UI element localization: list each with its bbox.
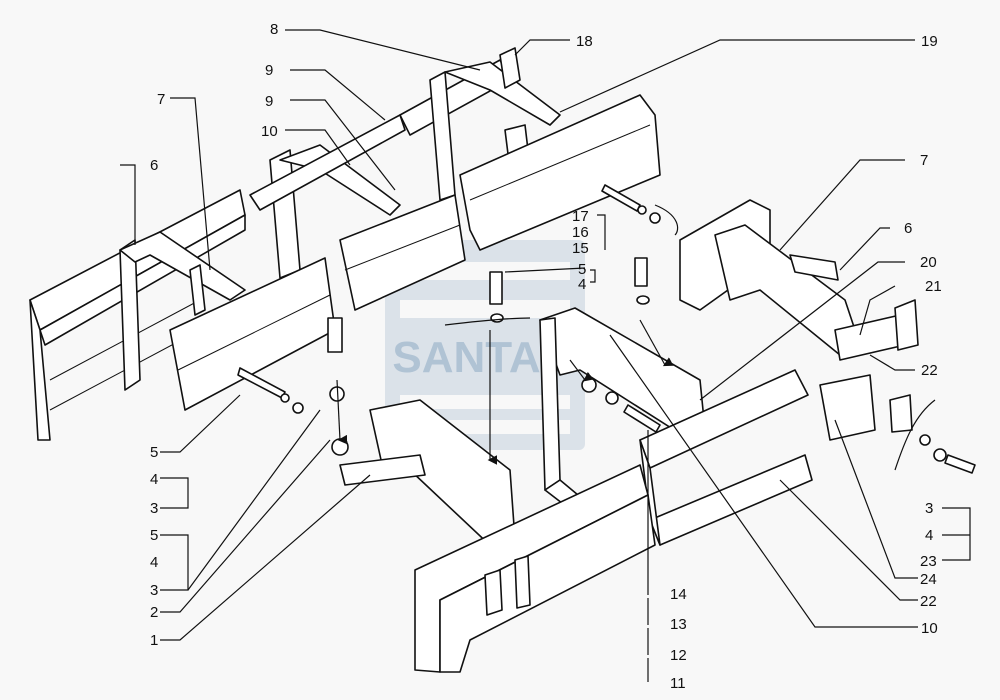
callout-11: 11	[670, 675, 686, 692]
callout-5: 5	[578, 261, 586, 278]
callout-10: 10	[261, 123, 278, 140]
callout-4: 4	[150, 554, 158, 571]
callout-2: 2	[150, 604, 158, 621]
callout-22: 22	[920, 593, 937, 610]
callout-7: 7	[920, 152, 928, 169]
callout-22: 22	[921, 362, 938, 379]
callout-5: 5	[150, 527, 158, 544]
right-frame	[679, 199, 919, 441]
callout-4: 4	[150, 471, 158, 488]
fasteners	[237, 184, 976, 474]
callout-20: 20	[920, 254, 937, 271]
left-frame	[29, 144, 401, 441]
callout-17: 17	[572, 208, 589, 225]
callout-10: 10	[921, 620, 938, 637]
center-frames	[339, 307, 813, 673]
upper-frame	[249, 47, 561, 211]
callout-16: 16	[572, 224, 589, 241]
callout-18: 18	[576, 33, 593, 50]
callout-15: 15	[572, 240, 589, 257]
callout-5: 5	[150, 444, 158, 461]
callout-3: 3	[150, 500, 158, 517]
callout-21: 21	[925, 278, 942, 295]
callout-7: 7	[157, 91, 165, 108]
callout-6: 6	[904, 220, 912, 237]
callout-3: 3	[150, 582, 158, 599]
callout-12: 12	[670, 647, 687, 664]
callout-6: 6	[150, 157, 158, 174]
callout-9: 9	[265, 62, 273, 79]
watermark-text: SANTAL	[392, 333, 567, 382]
callout-14: 14	[670, 586, 687, 603]
rail-beams	[169, 94, 661, 411]
callout-9: 9	[265, 93, 273, 110]
leader-lines	[120, 29, 971, 682]
callout-4: 4	[925, 527, 933, 544]
watermark-logo: SANTAL	[385, 240, 585, 450]
callout-3: 3	[925, 500, 933, 517]
callout-1: 1	[150, 632, 158, 649]
callout-4: 4	[578, 276, 586, 293]
callout-13: 13	[670, 616, 687, 633]
callout-labels: 8 18 19 9 9 10 7 6 17 16 15 5 4 7 6 20 2…	[150, 21, 942, 692]
assembly-arrows	[336, 204, 936, 471]
callout-19: 19	[921, 33, 938, 50]
callout-24: 24	[920, 571, 937, 588]
callout-8: 8	[270, 21, 278, 38]
callout-23: 23	[920, 553, 937, 570]
